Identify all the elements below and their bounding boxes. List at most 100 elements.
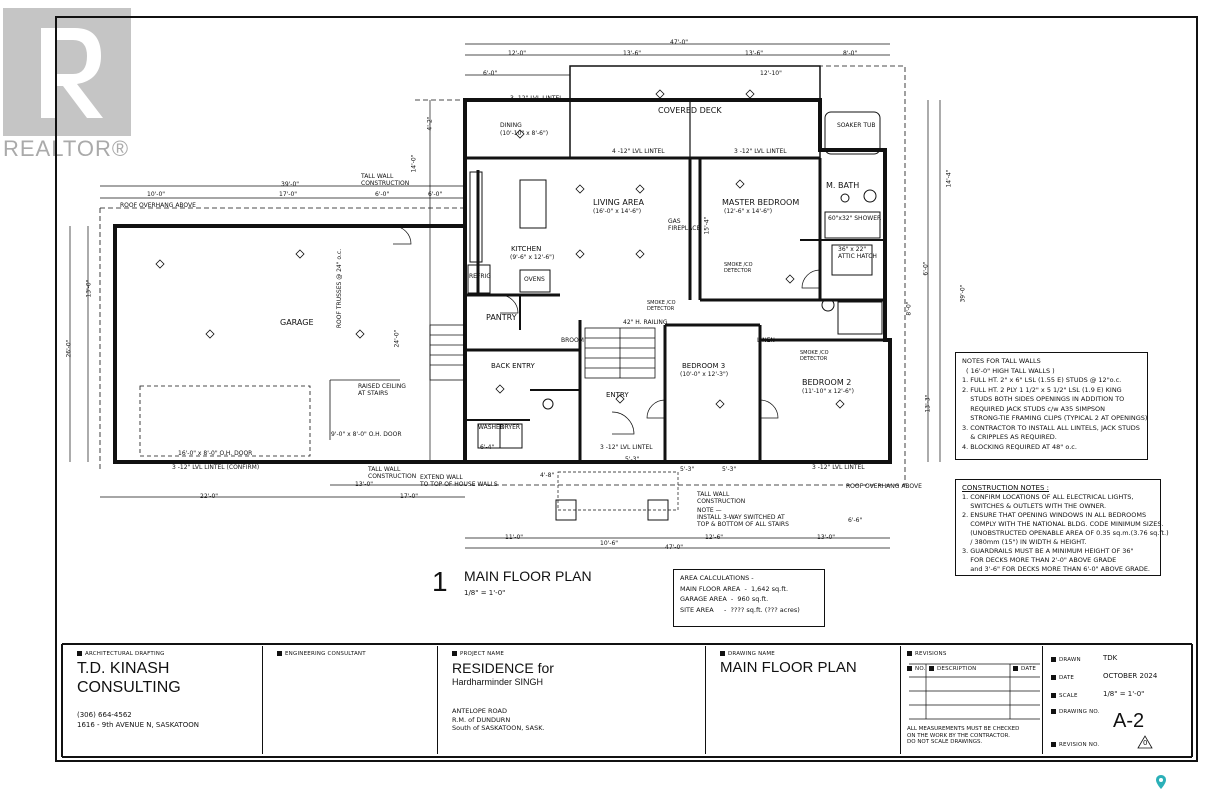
title-block-engineering: ENGINEERING CONSULTANT	[262, 646, 437, 754]
room-entry: ENTRY	[606, 391, 629, 399]
dim-bottom-2: 13'-0"	[355, 481, 374, 488]
dim-overall-top: 47'-0"	[670, 39, 689, 46]
tall-walls-item: STUDS BOTH SIDES OPENINGS IN ADDITION TO	[962, 395, 1125, 403]
label-ovens: OVENS	[524, 276, 545, 283]
label-washer: WASHER	[478, 424, 504, 431]
project-name: RESIDENCE for	[452, 660, 554, 676]
room-bedroom3: BEDROOM 3	[682, 362, 726, 370]
title-block-firm: ARCHITECTURAL DRAFTING T.D. KINASH CONSU…	[63, 646, 262, 754]
room-mbath: M. BATH	[826, 181, 860, 190]
label-gas-fireplace: GAS FIREPLACE	[668, 218, 701, 232]
project-addr1: ANTELOPE ROAD	[452, 707, 507, 715]
area-row: MAIN FLOOR AREA - 1,642 sq.ft.	[680, 584, 789, 593]
drawing-sheet-border	[55, 16, 1198, 762]
label-attic-hatch: 36" x 22" ATTIC HATCH	[838, 246, 877, 260]
label-linen: LINEN	[757, 337, 775, 344]
date-value: OCTOBER 2024	[1103, 672, 1158, 680]
dim-side-9: 24'-0"	[393, 329, 401, 348]
project-addr3: South of SASKATOON, SASK.	[452, 724, 545, 732]
firm-phone: (306) 664-4562	[77, 711, 132, 719]
construction-note: 3. GUARDRAILS MUST BE A MINIMUM HEIGHT O…	[962, 547, 1134, 555]
label-tall-wall-2: TALL WALL CONSTRUCTION	[368, 466, 417, 480]
label-lintel-4: 4 -12" LVL LINTEL	[612, 148, 665, 155]
realtor-r-logo	[3, 8, 131, 136]
label-dryer: DRYER	[500, 424, 521, 431]
construction-note: COMPLY WITH THE NATIONAL BLDG. CODE MINI…	[962, 520, 1164, 528]
dim-side-5: 13'-3"	[924, 394, 932, 413]
dim-bottom-3: 11'-0"	[505, 534, 524, 541]
dim-top-1: 12'-0"	[508, 50, 527, 57]
dim-top-11: 6'-0"	[428, 191, 443, 198]
dim-top-3: 13'-6"	[745, 50, 764, 57]
room-back-entry: BACK ENTRY	[491, 362, 535, 370]
project-header: PROJECT NAME	[452, 651, 705, 657]
dim-bottom-12: 5'-3"	[722, 466, 737, 473]
dim-side-6: 4'-2"	[426, 116, 434, 131]
construction-note: / 380mm (15") IN WIDTH & HEIGHT.	[962, 538, 1087, 546]
tall-walls-item: REQUIRED JACK STUDS c/w A35 SIMPSON	[962, 404, 1106, 413]
dim-bottom-9: 6'-4"	[480, 444, 495, 451]
rev-note: ALL MEASUREMENTS MUST BE CHECKED ON THE …	[907, 726, 1020, 745]
tall-walls-title: NOTES FOR TALL WALLS	[962, 357, 1041, 365]
drawing-scale: 1/8" = 1'-0"	[464, 589, 506, 597]
construction-note: FOR DECKS MORE THAN 2'-0" ABOVE GRADE	[962, 556, 1117, 564]
construction-note: 2. ENSURE THAT OPENING WINDOWS IN ALL BE…	[962, 511, 1147, 519]
dim-bottom-0: 22'-0"	[200, 493, 219, 500]
label-lintel-bed2: 3 -12" LVL LINTEL	[812, 464, 865, 471]
room-bedroom3-size: (10'-0" x 12'-3")	[680, 371, 729, 378]
dim-top-10: 6'-0"	[375, 191, 390, 198]
tall-walls-item: 1. FULL HT. 2" x 6" LSL (1.55 E) STUDS @…	[962, 376, 1122, 384]
label-smoke-2: SMOKE /CO DETECTOR	[724, 262, 753, 274]
tall-walls-item: & CRIPPLES AS REQUIRED.	[962, 433, 1057, 441]
project-client: Hardharminder SINGH	[452, 677, 544, 687]
dim-side-4: 6'-0"	[922, 261, 930, 276]
dim-top-9: 17'-0"	[279, 191, 298, 198]
construction-notes-title: CONSTRUCTION NOTES :	[962, 484, 1050, 492]
tall-walls-item: 2. FULL HT. 2 PLY 1 1/2" x 5 1/2" LSL (1…	[962, 385, 1122, 394]
dim-bottom-4: 10'-6"	[600, 540, 619, 547]
label-roof-trusses: ROOF TRUSSES @ 24" o.c.	[336, 248, 344, 329]
rev-col-no: NO.	[907, 666, 926, 672]
drawing-name-header: DRAWING NAME	[720, 651, 900, 657]
label-lintel-deck: 3 -12" LVL LINTEL	[734, 148, 787, 155]
room-living-size: (16'-0" x 14'-6")	[593, 208, 642, 215]
label-lintel-dining: 3 -12" LVL LINTEL	[510, 95, 563, 102]
label-roof-overhang-right: ROOF OVERHANG ABOVE	[846, 483, 922, 490]
scale-label: SCALE	[1051, 693, 1078, 699]
tall-walls-item: STRONG-TIE FRAMING CLIPS (TYPICAL 2 AT O…	[962, 414, 1148, 422]
dim-bottom-11: 5'-3"	[680, 466, 695, 473]
project-addr2: R.M. of DUNDURN	[452, 715, 511, 724]
map-pin-icon[interactable]	[1156, 774, 1166, 789]
label-lintel-entry: 3 -12" LVL LINTEL	[600, 444, 653, 451]
construction-note: 1. CONFIRM LOCATIONS OF ALL ELECTRICAL L…	[962, 493, 1134, 501]
tall-walls-notes: NOTES FOR TALL WALLS ( 16'-0" HIGH TALL …	[955, 352, 1148, 460]
drawing-no-value: A-2	[1113, 710, 1145, 732]
title-block-info: DRAWN TDK DATE OCTOBER 2024 SCALE 1/8" =…	[1042, 646, 1192, 754]
drawn-value: TDK	[1103, 654, 1118, 662]
label-tall-wall: TALL WALL CONSTRUCTION	[361, 173, 410, 187]
realtor-watermark: REALTOR®	[3, 8, 131, 166]
label-extend-wall: EXTEND WALL TO TOP OF HOUSE WALLS	[420, 474, 498, 488]
label-roof-overhang-left: ROOF OVERHANG ABOVE	[120, 202, 196, 209]
dim-top-7: 39'-0"	[281, 181, 300, 188]
revision-no-label: REVISION NO.	[1051, 742, 1099, 748]
firm-name-line2: CONSULTING	[77, 679, 181, 696]
room-master-size: (12'-6" x 14'-6")	[724, 208, 773, 215]
arch-header: ARCHITECTURAL DRAFTING	[77, 651, 262, 657]
label-oh-door: 9'-0" x 8'-0" O.H. DOOR	[331, 431, 402, 438]
dim-bottom-7: 47'-0"	[665, 544, 684, 551]
scale-value: 1/8" = 1'-0"	[1103, 690, 1145, 698]
firm-name-line1: T.D. KINASH	[77, 660, 170, 677]
tall-walls-subtitle: ( 16'-0" HIGH TALL WALLS )	[966, 366, 1055, 375]
room-living: LIVING AREA	[593, 198, 644, 207]
area-calculations: AREA CALCULATIONS - MAIN FLOOR AREA - 1,…	[673, 569, 825, 627]
dim-side-1: 13'-0"	[85, 279, 93, 298]
label-tall-wall-3: TALL WALL CONSTRUCTION	[697, 491, 746, 505]
label-smoke-1: SMOKE /CO DETECTOR	[647, 300, 676, 312]
label-broom: BROOM	[561, 337, 584, 344]
rev-col-date: DATE	[1013, 666, 1036, 672]
dim-bottom-10: 5'-3"	[625, 456, 640, 463]
drawing-title: MAIN FLOOR PLAN	[464, 568, 592, 584]
dim-side-8: 15'-4"	[703, 216, 711, 235]
